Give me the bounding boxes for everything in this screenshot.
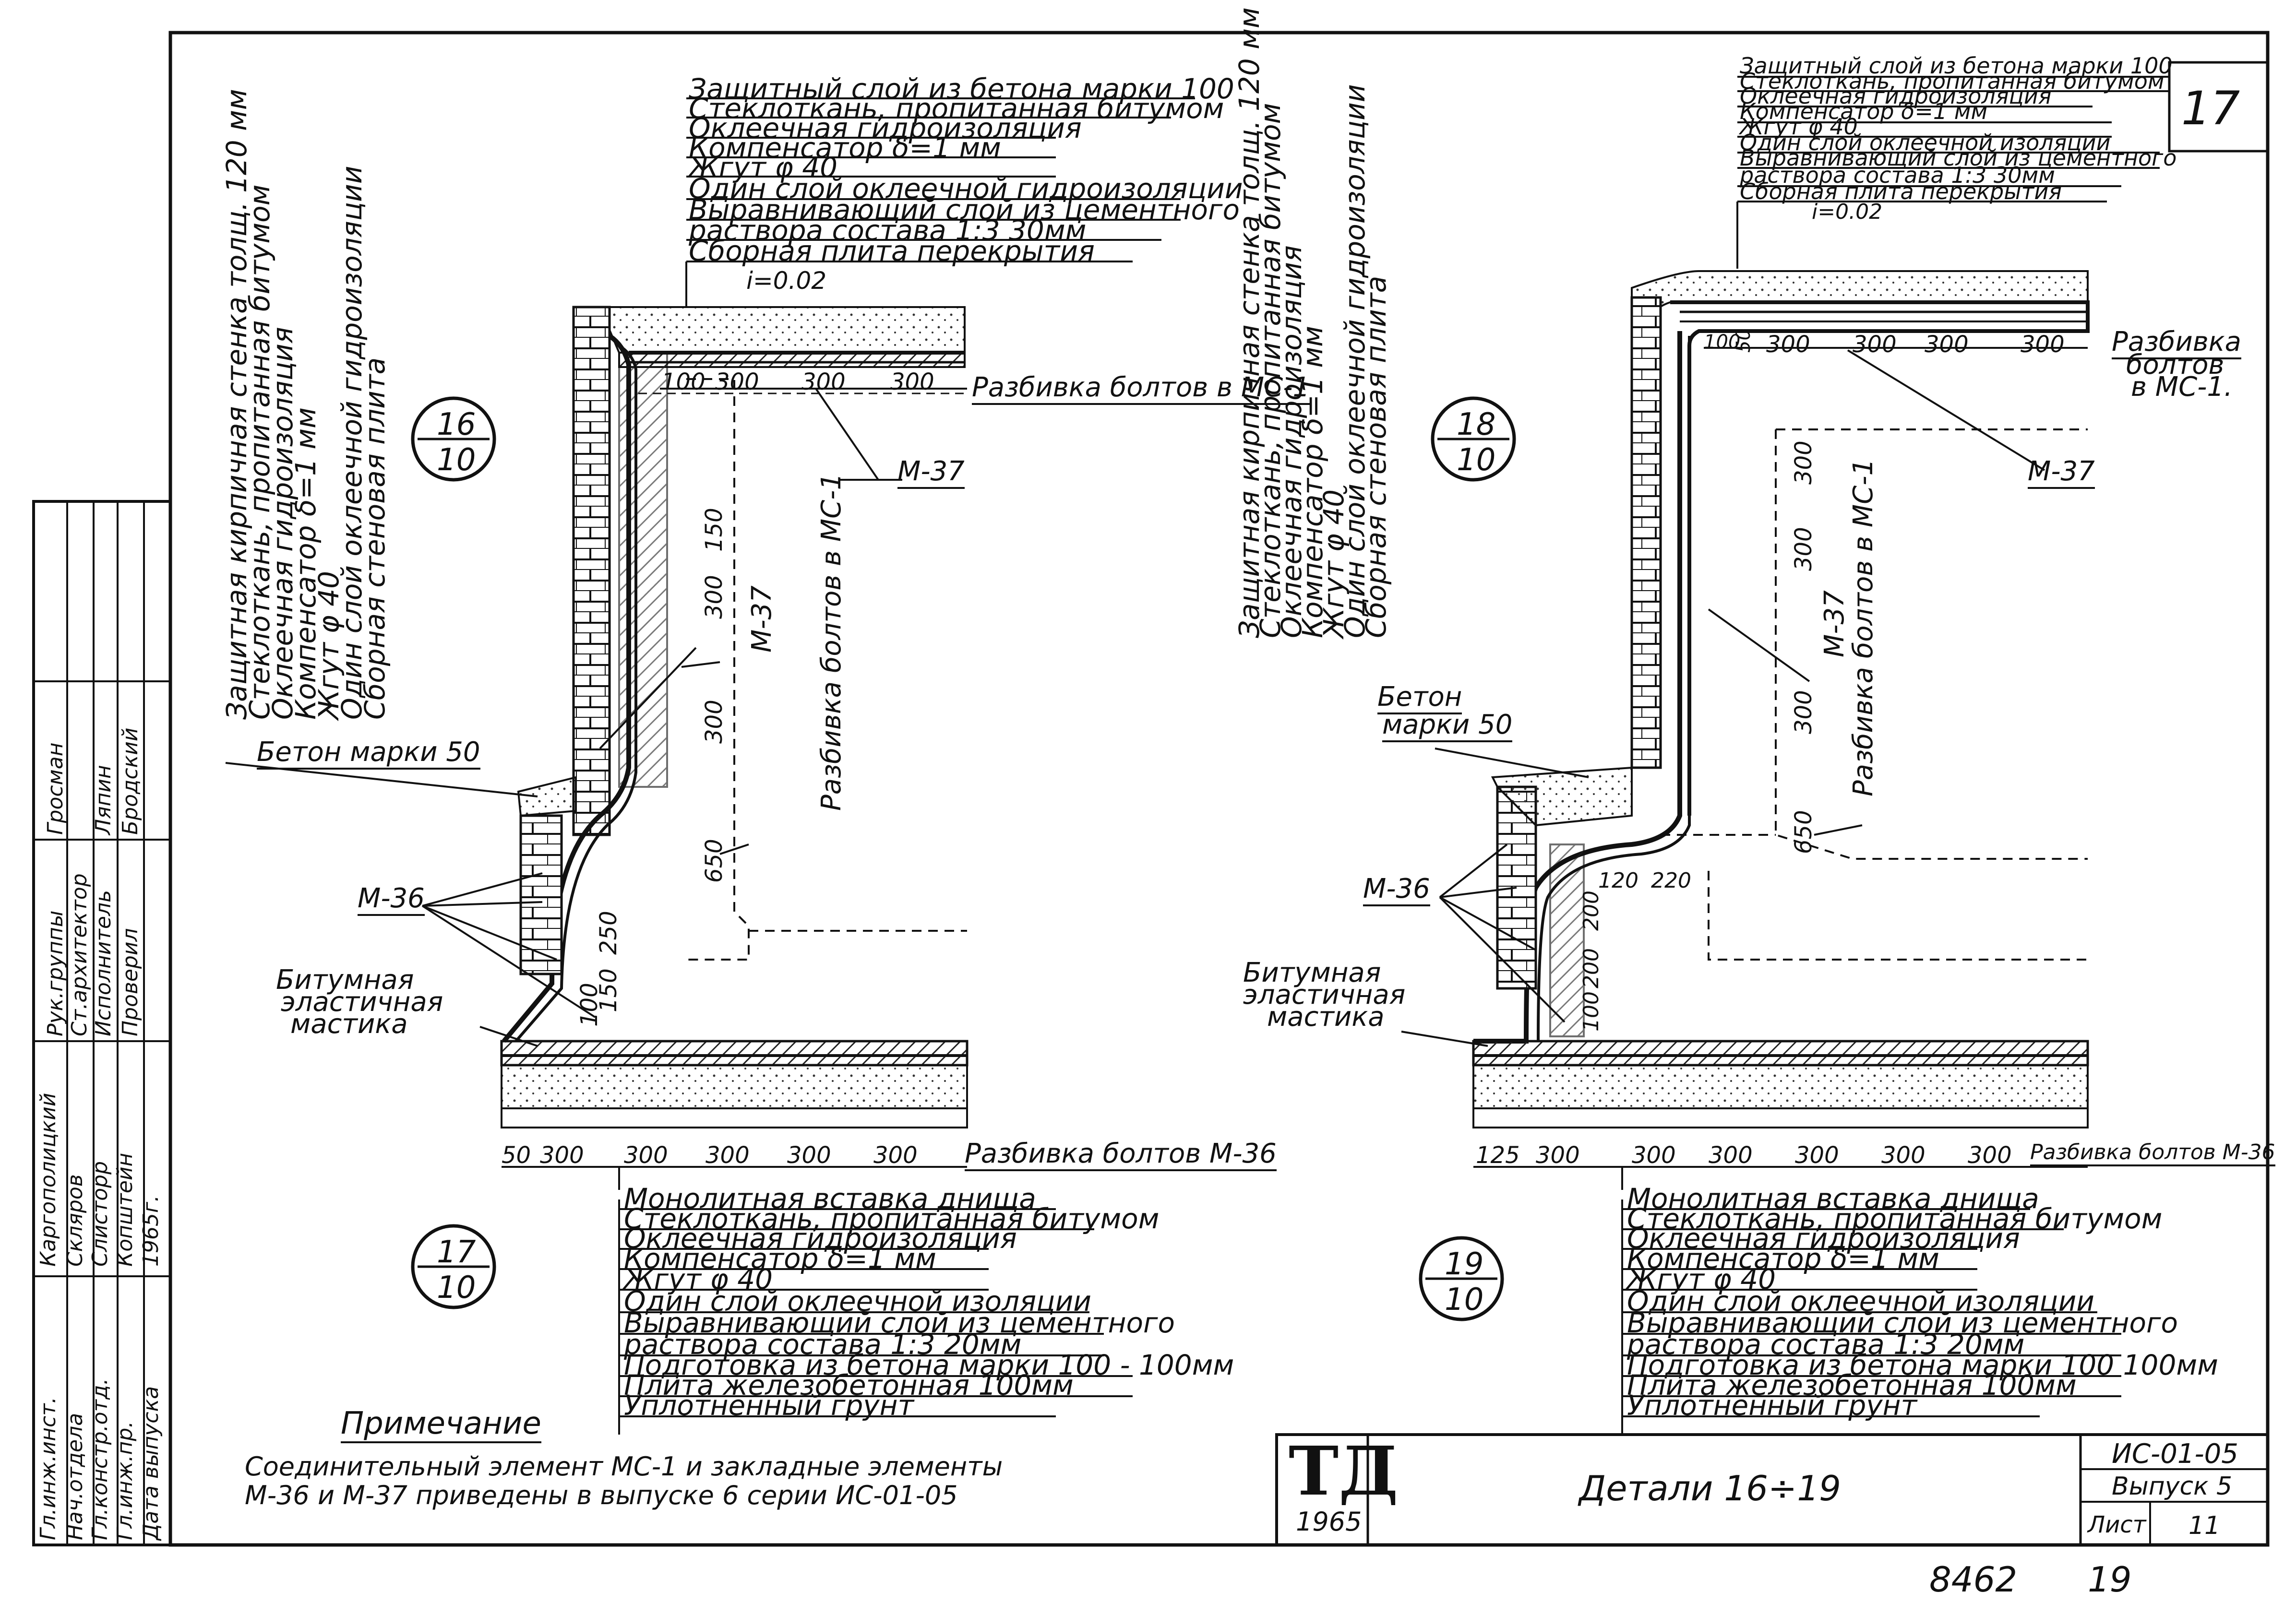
dim: 300 <box>701 575 728 619</box>
dim: 300 <box>701 700 728 744</box>
note-line: М-36 и М-37 приведены в выпуске 6 серии … <box>245 1480 958 1510</box>
logo-year: 1965 <box>1296 1507 1362 1537</box>
dim: 300 <box>540 1142 584 1169</box>
dim: 300 <box>787 1142 831 1169</box>
layer-label: Сборная стеновая плита <box>359 357 391 720</box>
m37-label: М-37 <box>897 456 965 489</box>
layer-label: Оклеечная гидроизоляция <box>689 112 1082 144</box>
corner-sheet-number: 17 <box>2181 82 2240 135</box>
page-number: 19 <box>2088 1559 2132 1600</box>
drawing-title: Детали 16÷19 <box>1579 1468 1841 1508</box>
td-logo: ТД <box>1289 1432 1399 1511</box>
dim: 300 <box>801 368 846 395</box>
m37-vertical-label: М-37 <box>1819 590 1850 657</box>
layer-label: Защитный слой из бетона марки 100 <box>689 72 1234 105</box>
detail-16-section <box>225 306 969 1190</box>
dim: 100 <box>661 368 706 395</box>
dim: 250 <box>595 911 622 955</box>
m37-label: М-37 <box>2028 456 2095 489</box>
note-line: Соединительный элемент МС-1 и закладные … <box>245 1451 1003 1482</box>
series-code: ИС-01-05 <box>2112 1438 2238 1470</box>
bolts-bottom-label: Разбивка болтов М-36 <box>2030 1140 2275 1166</box>
detail-18-marker: 18 10 <box>1457 407 1496 478</box>
dim: 300 <box>890 368 934 395</box>
m37-vertical-label: М-37 <box>746 585 777 653</box>
dim: 300 <box>715 368 759 395</box>
issue-number: Выпуск 5 <box>2112 1472 2233 1501</box>
dim: 100 <box>576 983 603 1027</box>
dim: 150 <box>701 508 728 552</box>
bolts-vertical-label: Разбивка болтов в МС-1 <box>1848 458 1879 796</box>
dim: 50 <box>502 1142 531 1169</box>
layer-label: Выравнивающий слой из цементного <box>689 193 1240 226</box>
layer-label: раствора состава 1:3 30мм <box>689 214 1087 247</box>
layer-label: Жгут φ 40 <box>689 151 837 184</box>
layer-label: Сборная плита перекрытия <box>689 235 1095 267</box>
layer-label: Один слой оклеечной гидроизоляции <box>689 172 1243 205</box>
bolts-vertical-label: Разбивка болтов в МС-1 <box>816 473 847 811</box>
dim: 300 <box>706 1142 750 1169</box>
marker-number: 16 <box>437 407 476 442</box>
m36-label: М-36 <box>1363 873 1430 906</box>
concrete-50-label: Бетон марки 50 <box>257 736 480 770</box>
bolts-top-label: Разбивка болтов в МС-1 <box>972 372 1310 405</box>
slope-label: i=0.02 <box>746 267 827 295</box>
marker-sheet: 10 <box>437 442 476 478</box>
layer-label: Компенсатор δ=1 мм <box>689 131 1001 164</box>
dim: 650 <box>701 839 728 883</box>
detail-17-marker: 17 10 <box>437 1235 476 1306</box>
archive-number: 8462 <box>1929 1559 2018 1600</box>
note-heading: Примечание <box>341 1406 541 1443</box>
bolts-bottom-label: Разбивка болтов М-36 <box>965 1138 1277 1171</box>
sheet-label: Лист <box>2088 1511 2146 1538</box>
dim: 300 <box>624 1142 668 1169</box>
detail-18-section <box>1401 270 2090 1190</box>
dim: 300 <box>873 1142 918 1169</box>
m36-label: М-36 <box>358 883 425 916</box>
detail-19-marker: 19 10 <box>1445 1247 1484 1318</box>
layer-label: Стеклоткань, пропитанная битумом <box>689 92 1224 125</box>
detail-16-marker: 16 10 <box>413 398 494 480</box>
sheet-value: 11 <box>2188 1511 2221 1540</box>
